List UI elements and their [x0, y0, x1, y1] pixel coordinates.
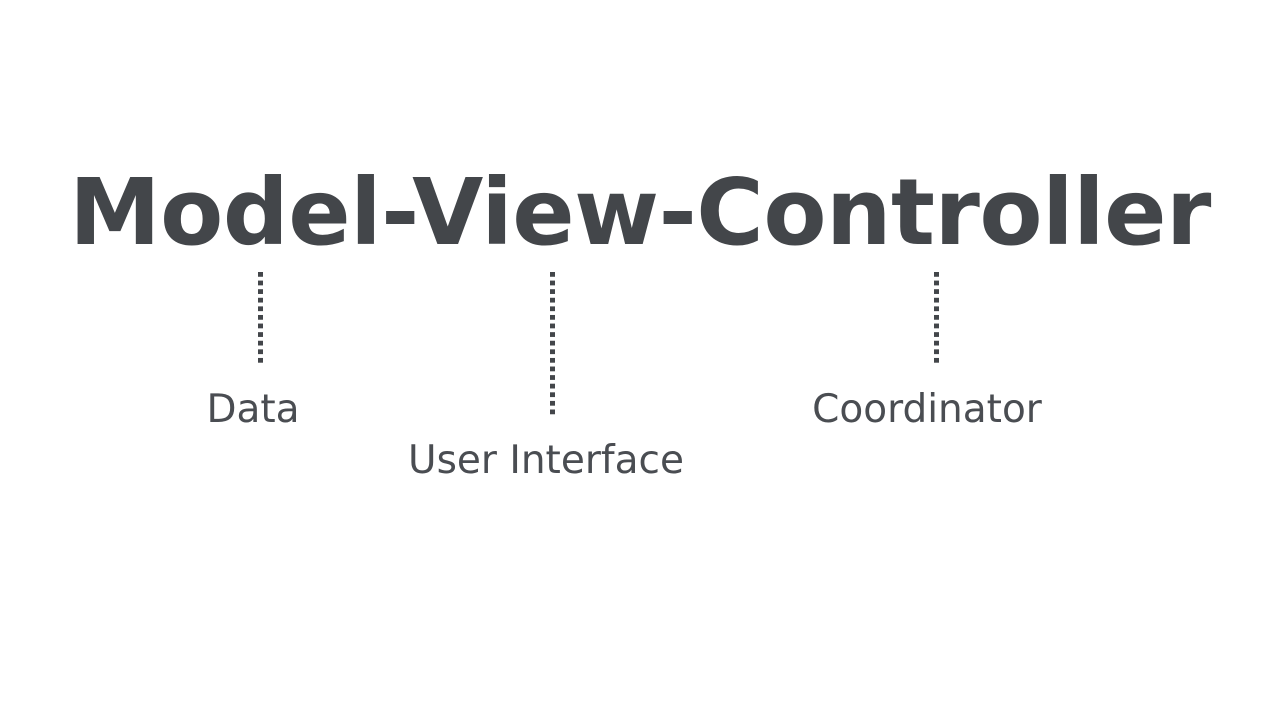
label-controller-coordinator: Coordinator [812, 387, 1042, 432]
label-model-data: Data [206, 387, 300, 432]
connector-controller-dotted-line [934, 272, 939, 364]
connector-view-dotted-line [550, 272, 555, 417]
page-title: Model-View-Controller [69, 159, 1211, 266]
connector-model-dotted-line [258, 272, 263, 366]
label-view-user-interface: User Interface [408, 438, 684, 483]
